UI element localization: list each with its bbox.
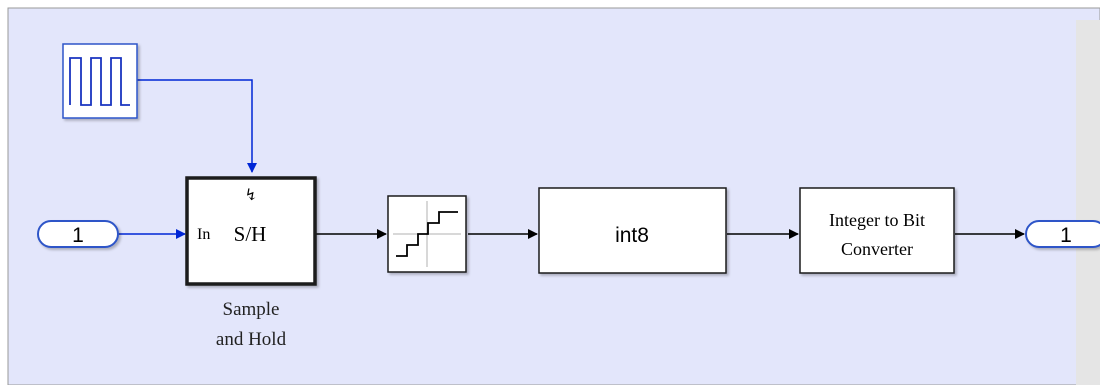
outport-block[interactable]: 1 (1025, 220, 1100, 248)
converter-label-line1: Integer to Bit (829, 210, 925, 230)
int8-label: int8 (615, 224, 649, 247)
sh-caption-line2: and Hold (216, 329, 287, 350)
outport-number: 1 (1060, 224, 1072, 247)
pulse-generator-block[interactable] (62, 43, 138, 119)
converter-label-line2: Converter (841, 239, 913, 259)
pulse-wave-icon (69, 57, 130, 106)
sh-block-label: S/H (234, 222, 267, 246)
sample-and-hold-block[interactable]: ↯ In S/H (185, 176, 317, 286)
staircase-icon (393, 201, 461, 267)
inport-number: 1 (72, 224, 84, 247)
trigger-edge-icon: ↯ (244, 187, 257, 204)
sh-input-port-label: In (197, 226, 210, 243)
vertical-scrollbar[interactable] (1076, 20, 1100, 385)
trigger-signal-line[interactable] (137, 79, 257, 173)
quantizer-block[interactable] (387, 195, 467, 273)
inport-block[interactable]: 1 (37, 220, 119, 248)
data-type-conversion-block[interactable]: int8 (538, 187, 727, 274)
integer-to-bit-converter-block[interactable]: Integer to Bit Converter (799, 187, 955, 274)
sh-caption-line1: Sample (223, 299, 280, 320)
